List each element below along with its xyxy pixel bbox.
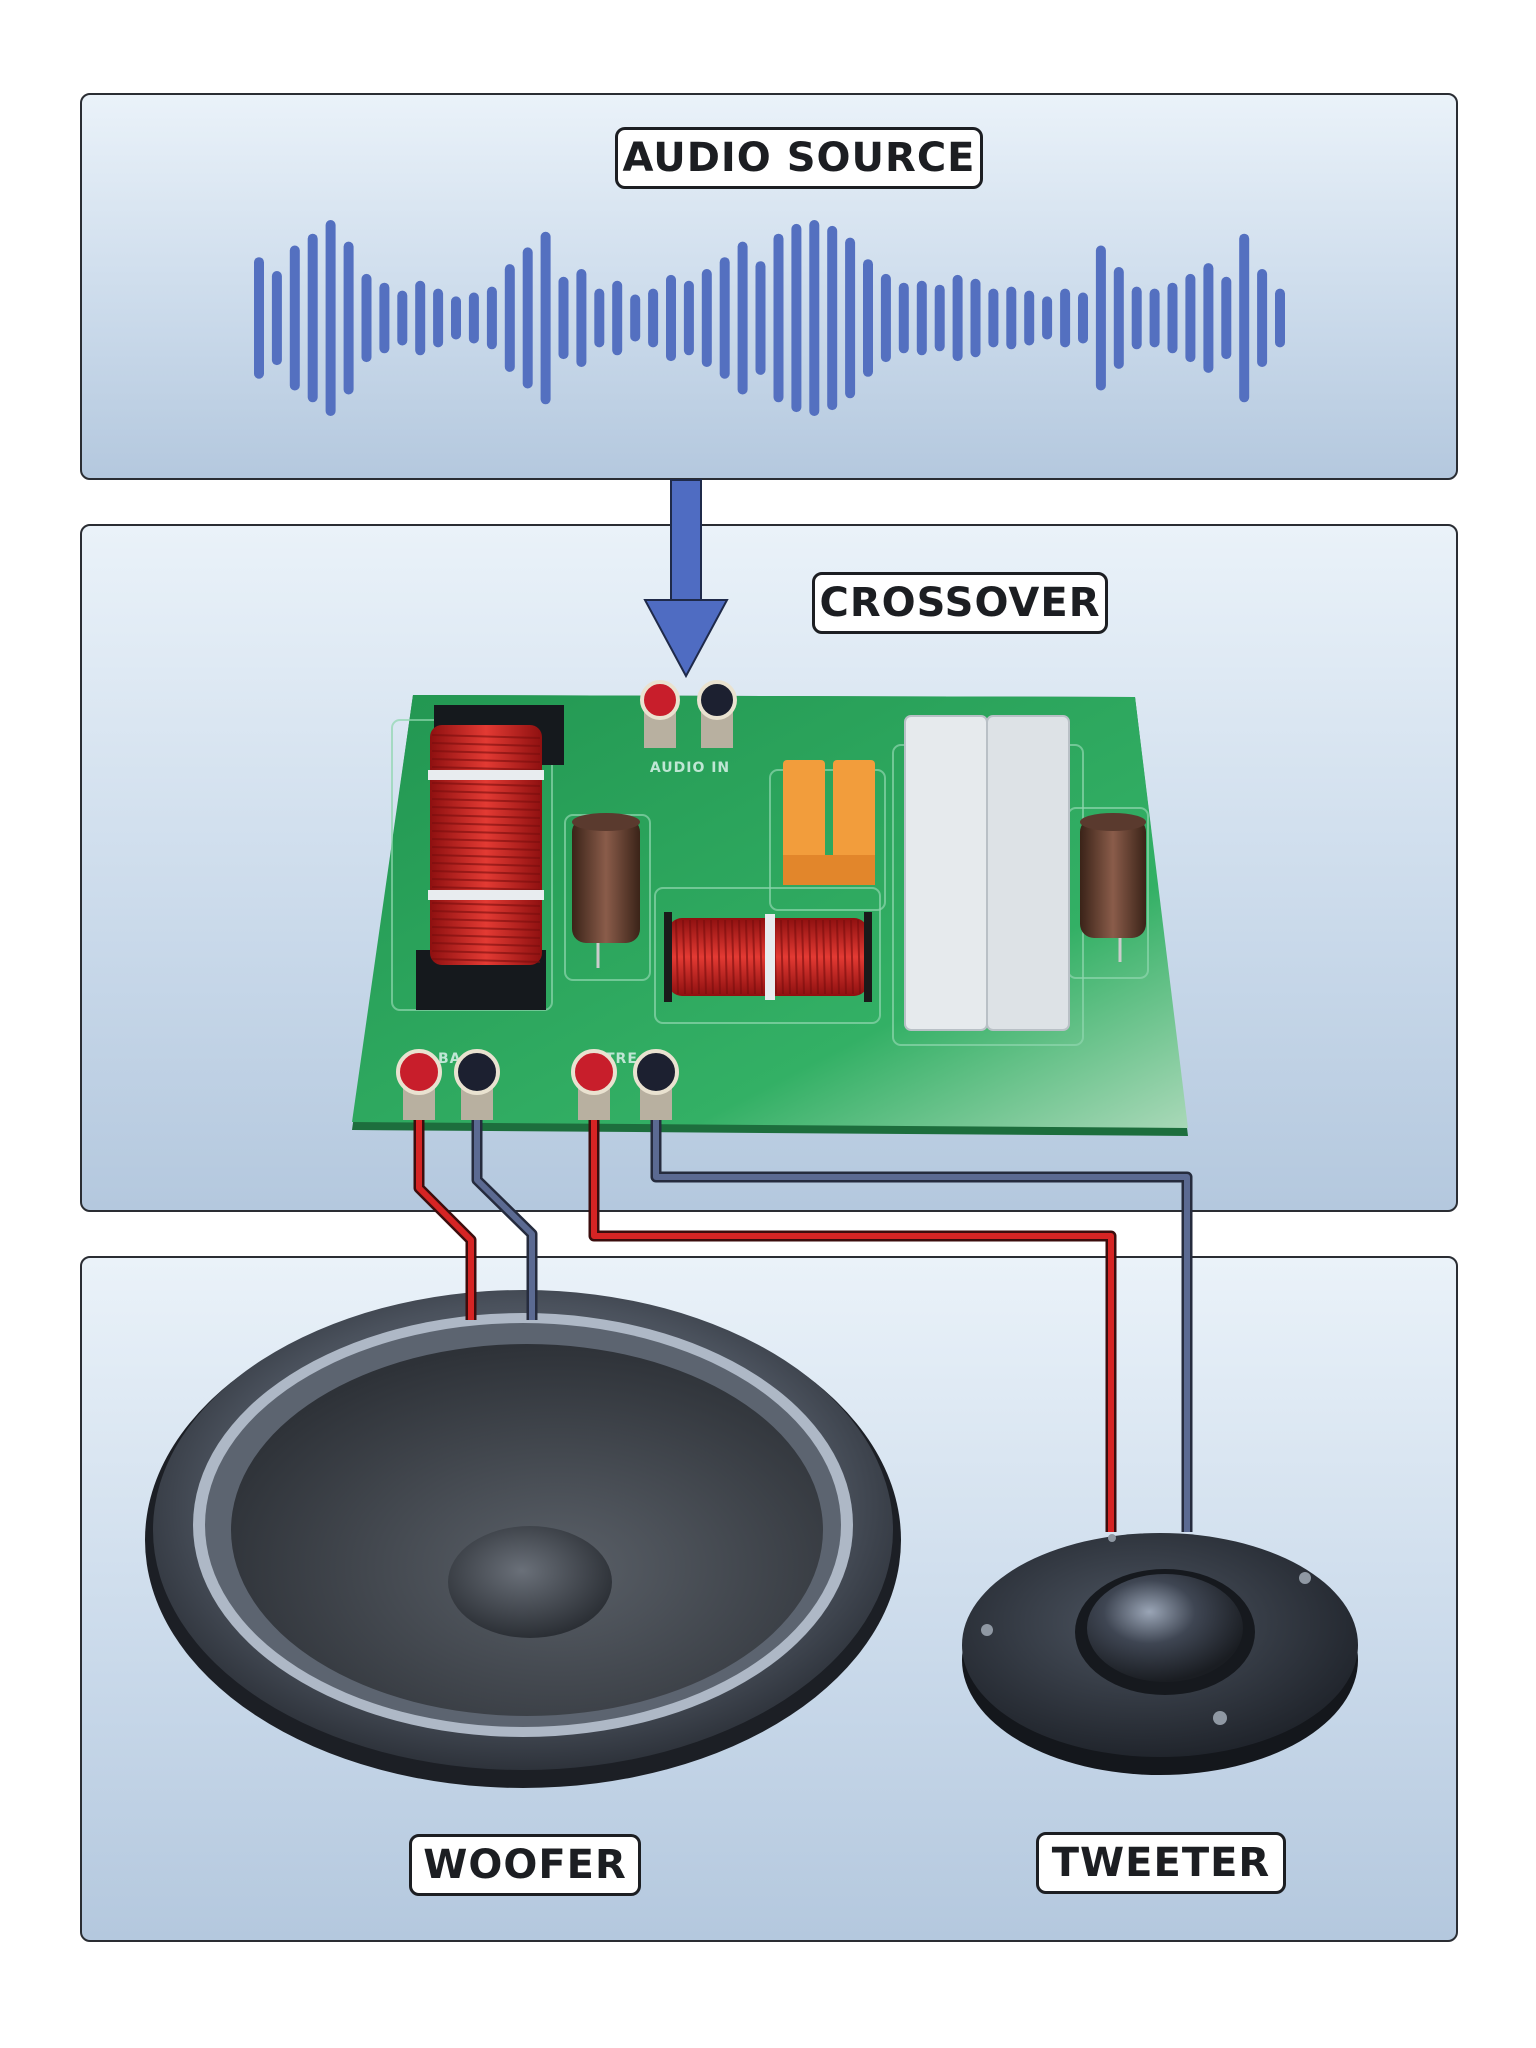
- waveform-bar: [988, 288, 999, 348]
- waveform-bar: [504, 264, 515, 372]
- waveform-bar: [701, 269, 712, 367]
- waveform-bar: [1131, 286, 1142, 350]
- waveform-bar: [1239, 233, 1250, 403]
- waveform-bar: [1006, 286, 1017, 350]
- waveform-bar: [1113, 267, 1124, 369]
- waveform-bar: [648, 288, 659, 348]
- capacitor-left: [572, 813, 640, 968]
- waveform-bar: [1060, 288, 1071, 348]
- capacitor-right: [1080, 813, 1146, 962]
- waveform-bar: [379, 282, 390, 354]
- waveform-bar: [361, 273, 372, 363]
- waveform-bar: [271, 271, 282, 366]
- waveform-bar: [719, 257, 730, 379]
- woofer-speaker: [145, 1290, 901, 1788]
- waveform-bar: [916, 280, 927, 356]
- film-capacitors: [783, 760, 875, 885]
- waveform-bar: [666, 274, 676, 362]
- waveform-bar: [898, 282, 909, 354]
- woofer-label: WOOFER: [409, 1834, 641, 1896]
- waveform-bar: [1203, 263, 1214, 373]
- crossover-label: CROSSOVER: [812, 572, 1108, 634]
- waveform-bar: [1185, 273, 1196, 363]
- waveform-bar: [1095, 245, 1106, 391]
- waveform-bar: [415, 280, 426, 356]
- waveform-bar: [540, 231, 551, 405]
- waveform-bar: [827, 225, 838, 411]
- waveform-bar: [397, 290, 408, 346]
- waveform-bar: [809, 220, 820, 416]
- waveform-bar: [791, 223, 802, 413]
- bass-output-label: BA: [438, 1051, 462, 1067]
- waveform-bar: [289, 245, 300, 391]
- waveform-bar: [1275, 288, 1285, 348]
- waveform-bar: [1042, 296, 1053, 340]
- waveform-bar: [1221, 276, 1232, 360]
- waveform-bar: [1257, 269, 1268, 367]
- waveform-bar: [1149, 288, 1160, 348]
- waveform-bar: [773, 233, 784, 403]
- waveform-bar: [486, 286, 497, 350]
- waveform-bar: [1024, 290, 1035, 346]
- waveform-bar: [576, 269, 587, 367]
- waveform-bar: [254, 257, 264, 379]
- audio-in-label: AUDIO IN: [650, 760, 730, 776]
- audio-in-terminals: AUDIO IN: [640, 680, 737, 776]
- waveform-bar: [468, 292, 479, 344]
- waveform-bar: [880, 273, 891, 363]
- output-terminals: BA TRE: [396, 1049, 679, 1120]
- audio-waveform: [254, 220, 1285, 416]
- signal-arrow-icon: [643, 479, 729, 679]
- power-resistors: [904, 715, 1070, 1031]
- crossover-board: AUDIO IN BA TRE: [352, 680, 1188, 1136]
- waveform-bar: [845, 237, 856, 399]
- waveform-bar: [1167, 282, 1178, 354]
- waveform-bar: [952, 274, 963, 362]
- inductor-coil-small: [664, 912, 872, 1002]
- waveform-bar: [1078, 292, 1088, 344]
- waveform-bar: [325, 220, 336, 416]
- inductor-coil-large: [416, 705, 564, 1010]
- waveform-bar: [307, 233, 318, 403]
- waveform-bar: [934, 284, 945, 352]
- waveform-bar: [755, 261, 766, 375]
- speaker-wires: [413, 1120, 1193, 1532]
- tweeter-label: TWEETER: [1036, 1832, 1286, 1894]
- waveform-bar: [737, 241, 748, 395]
- waveform-bar: [630, 294, 641, 342]
- waveform-bar: [612, 280, 623, 356]
- waveform-bar: [863, 259, 873, 377]
- waveform-bar: [683, 280, 694, 356]
- waveform-bar: [451, 296, 461, 340]
- waveform-bar: [594, 288, 605, 348]
- waveform-bar: [970, 278, 981, 358]
- waveform-bar: [558, 276, 569, 360]
- waveform-bar: [343, 241, 354, 395]
- tweeter-speaker: [962, 1533, 1358, 1775]
- audio-source-label: AUDIO SOURCE: [615, 127, 983, 189]
- waveform-bar: [522, 247, 533, 389]
- waveform-bar: [433, 288, 444, 348]
